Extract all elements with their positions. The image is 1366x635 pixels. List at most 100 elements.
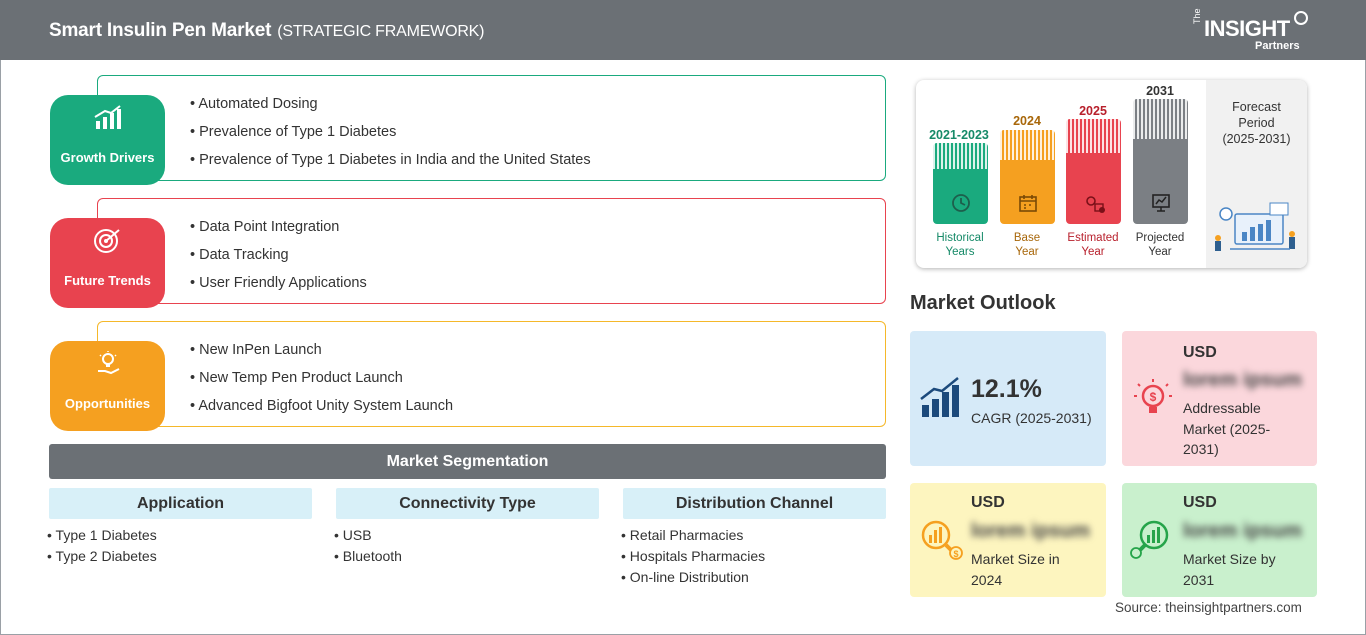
period-label-line: Years	[945, 246, 975, 258]
growth-drivers-list: Automated Dosing Prevalence of Type 1 Di…	[190, 90, 591, 174]
list-item: New Temp Pen Product Launch	[190, 364, 453, 392]
period-label: Base Year	[992, 231, 1062, 259]
logo-the: The	[1192, 8, 1202, 24]
magnifier-chart-icon: $	[921, 520, 963, 560]
application-list: Type 1 Diabetes Type 2 Diabetes	[47, 525, 157, 567]
growth-drivers-label: Growth Drivers	[60, 150, 155, 165]
cagr-label: CAGR (2025-2031)	[971, 410, 1092, 426]
list-item: Automated Dosing	[190, 90, 591, 118]
size-2031-label-line: 2031	[1183, 571, 1215, 588]
source-credit[interactable]: Source: theinsightpartners.com	[1115, 600, 1302, 615]
presentation-icon	[1151, 194, 1170, 212]
lightbulb-hand-icon	[98, 351, 120, 375]
addressable-market-card: $ USD lorem ipsum Addressable Market (20…	[1122, 331, 1317, 466]
list-item: User Friendly Applications	[190, 269, 367, 297]
addressable-label-line: 2031)	[1183, 441, 1219, 457]
distribution-list: Retail Pharmacies Hospitals Pharmacies O…	[621, 525, 765, 588]
logo-insight: INSIGHT	[1204, 16, 1290, 41]
period-year: 2024	[1013, 114, 1041, 128]
period-bar	[1133, 99, 1188, 224]
list-item: Data Tracking	[190, 241, 367, 269]
period-label-line: Year	[1081, 246, 1105, 258]
logo-partners: Partners	[1255, 40, 1300, 52]
addressable-label-line: Addressable	[1183, 400, 1261, 416]
period-bar	[1000, 130, 1055, 224]
list-item: Advanced Bigfoot Unity System Launch	[190, 392, 453, 420]
opportunities-list: New InPen Launch New Temp Pen Product La…	[190, 336, 453, 420]
list-item: Type 1 Diabetes	[47, 525, 157, 546]
bar-stripes	[1000, 130, 1055, 160]
cagr-card: 12.1% CAGR (2025-2031)	[910, 331, 1106, 466]
opportunities-badge: Opportunities	[50, 341, 165, 431]
market-size-2031-card: USD lorem ipsum Market Size by 2031	[1122, 483, 1317, 597]
size-2031-value-blurred: lorem ipsum	[1183, 520, 1302, 542]
history-icon	[951, 194, 970, 212]
period-label: Estimated Year	[1058, 231, 1128, 259]
market-outlook-title: Market Outlook	[910, 292, 1056, 314]
list-item: Prevalence of Type 1 Diabetes	[190, 118, 591, 146]
growth-drivers-badge: Growth Drivers	[50, 95, 165, 185]
forecast-line: Forecast	[1232, 100, 1281, 114]
period-label-line: Estimated	[1067, 232, 1119, 244]
target-icon	[94, 229, 120, 253]
header-bar: Smart Insulin Pen Market (STRATEGIC FRAME…	[0, 0, 1366, 60]
size-2024-value-blurred: lorem ipsum	[971, 520, 1090, 542]
page-title: Smart Insulin Pen Market (STRATEGIC FRAME…	[49, 20, 484, 42]
analytics-illustration-icon	[1215, 202, 1295, 251]
size-2024-usd: USD	[971, 494, 1005, 511]
opportunities-label: Opportunities	[64, 396, 151, 411]
period-year: 2021-2023	[929, 128, 989, 142]
list-item: New InPen Launch	[190, 336, 453, 364]
period-year: 2025	[1079, 104, 1107, 118]
list-item: Bluetooth	[334, 546, 402, 567]
period-label-line: Year	[1015, 246, 1039, 258]
bar-stripes	[1066, 119, 1121, 153]
addressable-value-blurred: lorem ipsum	[1183, 369, 1302, 391]
bar-stripes	[933, 143, 988, 169]
list-item: Data Point Integration	[190, 213, 367, 241]
list-item: Retail Pharmacies	[621, 525, 765, 546]
segment-heading-distribution: Distribution Channel	[623, 488, 886, 519]
future-trends-list: Data Point Integration Data Tracking Use…	[190, 213, 367, 297]
logo-ring-icon	[1294, 11, 1308, 25]
future-trends-label: Future Trends	[64, 273, 151, 288]
forecast-line: (2025-2031)	[1222, 132, 1291, 146]
addressable-usd: USD	[1183, 344, 1217, 361]
market-size-2024-card: $ USD lorem ipsum Market Size in 2024	[910, 483, 1106, 597]
size-2031-label: Market Size by 2031	[1183, 549, 1276, 590]
period-year: 2031	[1146, 84, 1174, 98]
svg-text:$: $	[953, 549, 958, 559]
period-bar	[1066, 119, 1121, 224]
segment-heading-connectivity: Connectivity Type	[336, 488, 599, 519]
list-item: Type 2 Diabetes	[47, 546, 157, 567]
page-subtitle: (STRATEGIC FRAMEWORK)	[277, 23, 485, 40]
size-2024-label-line: Market Size in	[971, 551, 1060, 567]
gear-chart-icon	[1085, 196, 1105, 213]
addressable-label-line: Market (2025-	[1183, 420, 1271, 437]
bar-stripes	[1133, 99, 1188, 139]
magnifier-chart-icon	[1130, 520, 1169, 559]
segment-heading-application: Application	[49, 488, 312, 519]
size-2031-usd: USD	[1183, 494, 1217, 511]
forecast-period-text: Forecast Period (2025-2031)	[1206, 99, 1307, 147]
list-item: Hospitals Pharmacies	[621, 546, 765, 567]
period-bar	[933, 143, 988, 224]
insight-partners-logo[interactable]: The INSIGHT Partners	[1190, 8, 1320, 54]
period-label-line: Historical	[936, 232, 984, 244]
forecast-line: Period	[1238, 116, 1275, 130]
page-title-text: Smart Insulin Pen Market	[49, 20, 272, 41]
period-label-line: Year	[1148, 246, 1172, 258]
period-label: Historical Years	[925, 231, 995, 259]
addressable-label: Addressable Market (2025- 2031)	[1183, 398, 1270, 460]
growth-chart-icon	[920, 377, 959, 417]
segmentation-title: Market Segmentation	[49, 444, 886, 479]
future-trends-badge: Future Trends	[50, 218, 165, 308]
cagr-value: 12.1%	[971, 375, 1042, 403]
size-2024-label: Market Size in 2024	[971, 549, 1060, 590]
lightbulb-dollar-icon: $	[1134, 379, 1172, 413]
period-label-line: Base	[1013, 232, 1041, 244]
period-label-line: Projected	[1135, 232, 1185, 244]
growth-chart-icon	[94, 105, 121, 129]
svg-text:$: $	[1150, 390, 1157, 404]
size-2031-label-line: Market Size by	[1183, 551, 1276, 567]
